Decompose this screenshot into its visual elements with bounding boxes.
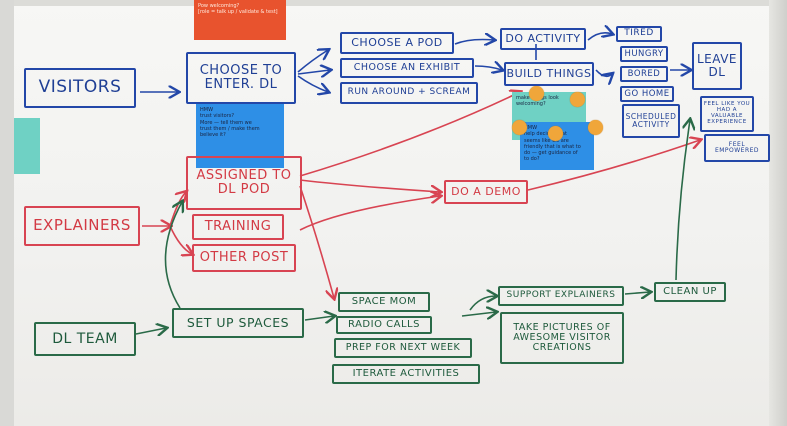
go-home-box: Go Home [620, 86, 674, 102]
leave-dl-box: Leave DL [692, 42, 742, 90]
hungry-box: Hungry [620, 46, 668, 62]
sticky-note-top: Pow welcoming? [role = talk up / validat… [194, 0, 286, 40]
sticky-note-teal-edge [14, 118, 40, 174]
orange-dot-sticker [512, 120, 527, 135]
build-things-box: Build Things [504, 62, 594, 86]
training-box: Training [192, 214, 284, 240]
support-explainers-box: Support Explainers [498, 286, 624, 306]
orange-dot-sticker [529, 86, 544, 101]
do-activity-box: Do Activity [500, 28, 586, 50]
iterate-activities-box: Iterate Activities [332, 364, 480, 384]
choose-an-exhibit-box: Choose an Exhibit [340, 58, 474, 78]
do-a-demo-box: Do a Demo [444, 180, 528, 204]
assigned-to-pod-box: Assigned to DL Pod [186, 156, 302, 210]
arrow-team-setup [135, 328, 166, 334]
set-up-spaces-box: Set Up Spaces [172, 308, 304, 338]
board-right-edge [769, 0, 787, 426]
radio-calls-box: Radio Calls [336, 316, 432, 334]
visitors-label: Visitors [24, 68, 136, 108]
orange-dot-sticker [548, 126, 563, 141]
feel-empowered-box: Feel empowered [704, 134, 770, 162]
tired-box: Tired [616, 26, 662, 42]
explainers-label: Explainers [24, 206, 140, 246]
orange-dot-sticker [570, 92, 585, 107]
dl-team-label: DL Team [34, 322, 136, 356]
clean-up-box: Clean Up [654, 282, 726, 302]
feel-valuable-box: Feel like you had a valuable experience [700, 96, 754, 132]
prep-next-week-box: Prep for Next Week [334, 338, 472, 358]
choose-a-pod-box: Choose a Pod [340, 32, 454, 54]
space-mom-box: Space Mom [338, 292, 430, 312]
other-post-box: Other Post [192, 244, 296, 272]
run-around-box: Run Around + Scream [340, 82, 478, 104]
board-top-edge [0, 0, 787, 6]
bored-box: Bored [620, 66, 668, 82]
orange-dot-sticker [588, 120, 603, 135]
take-pictures-box: Take Pictures of Awesome Visitor Creatio… [500, 312, 624, 364]
choose-to-enter-box: Choose to Enter. DL [186, 52, 296, 104]
scheduled-activity-box: Scheduled Activity [622, 104, 680, 138]
board-left-edge [0, 0, 14, 426]
